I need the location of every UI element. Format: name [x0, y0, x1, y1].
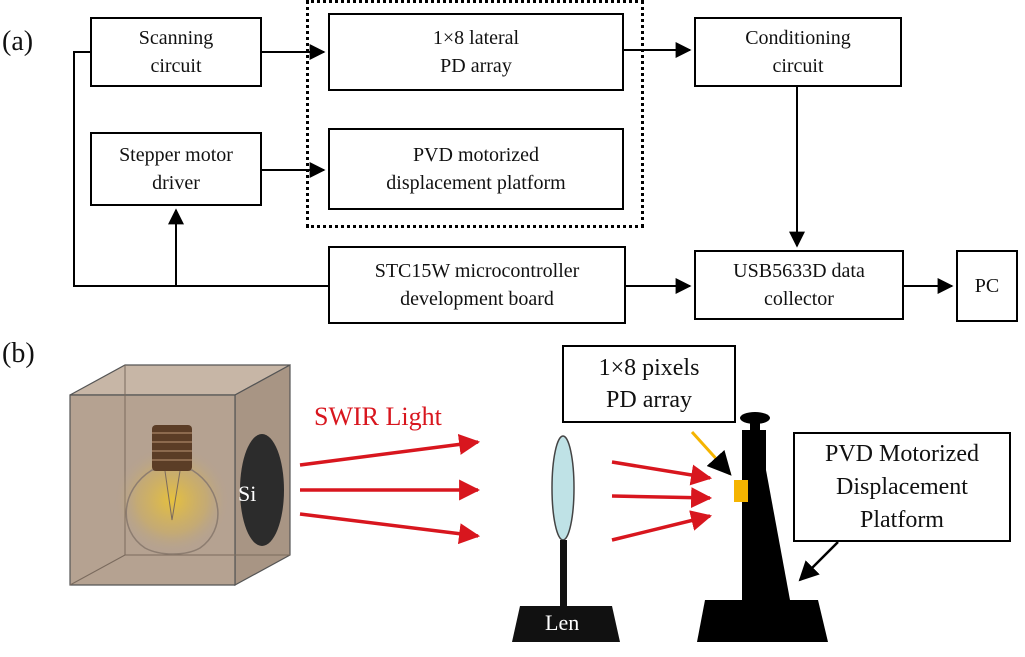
pd-array-box: 1×8 lateral PD array: [328, 13, 624, 91]
conditioning-circuit-text: Conditioning circuit: [745, 27, 851, 77]
data-collector-text: USB5633D data collector: [733, 260, 865, 310]
pc-text: PC: [974, 275, 1000, 297]
pc-box: PC: [956, 250, 1018, 322]
platform-callout-text: PVD Motorized Displacement Platform: [825, 440, 979, 533]
si-window: [240, 434, 284, 546]
len-label: Len: [545, 610, 580, 635]
panel-a-label: (a): [2, 26, 34, 57]
stepper-motor-driver-box: Stepper motor driver: [90, 132, 262, 206]
swir-light-label: SWIR Light: [314, 402, 442, 431]
sensor-group-outline: [306, 0, 644, 228]
pd-array-text: 1×8 lateral PD array: [432, 27, 520, 77]
pd-array-pointer: [690, 430, 732, 476]
pd-array-callout-text: 1×8 pixels PD array: [598, 355, 700, 413]
pvd-platform-box: PVD motorized displacement platform: [328, 128, 624, 210]
lens-stand: [512, 435, 620, 642]
conditioning-circuit-box: Conditioning circuit: [694, 17, 902, 87]
pd-array-callout: 1×8 pixels PD array: [562, 345, 736, 423]
stepper-motor-driver-text: Stepper motor driver: [119, 144, 233, 194]
scanning-circuit-box: Scanning circuit: [90, 17, 262, 87]
scanning-circuit-text: Scanning circuit: [138, 27, 214, 77]
pvd-platform-text: PVD motorized displacement platform: [386, 144, 566, 194]
displacement-platform: [697, 412, 828, 642]
pd-array-chip: [734, 480, 748, 502]
data-collector-box: USB5633D data collector: [694, 250, 904, 320]
platform-pointer: [798, 541, 839, 582]
microcontroller-text: STC15W microcontroller development board: [374, 260, 580, 310]
panel-b-label: (b): [2, 338, 35, 369]
si-label: Si: [238, 481, 257, 506]
platform-callout: PVD Motorized Displacement Platform: [793, 432, 1011, 542]
microcontroller-box: STC15W microcontroller development board: [328, 246, 626, 324]
bulb-icon: [114, 425, 230, 555]
bus-micro-to-scanning: [73, 51, 328, 287]
